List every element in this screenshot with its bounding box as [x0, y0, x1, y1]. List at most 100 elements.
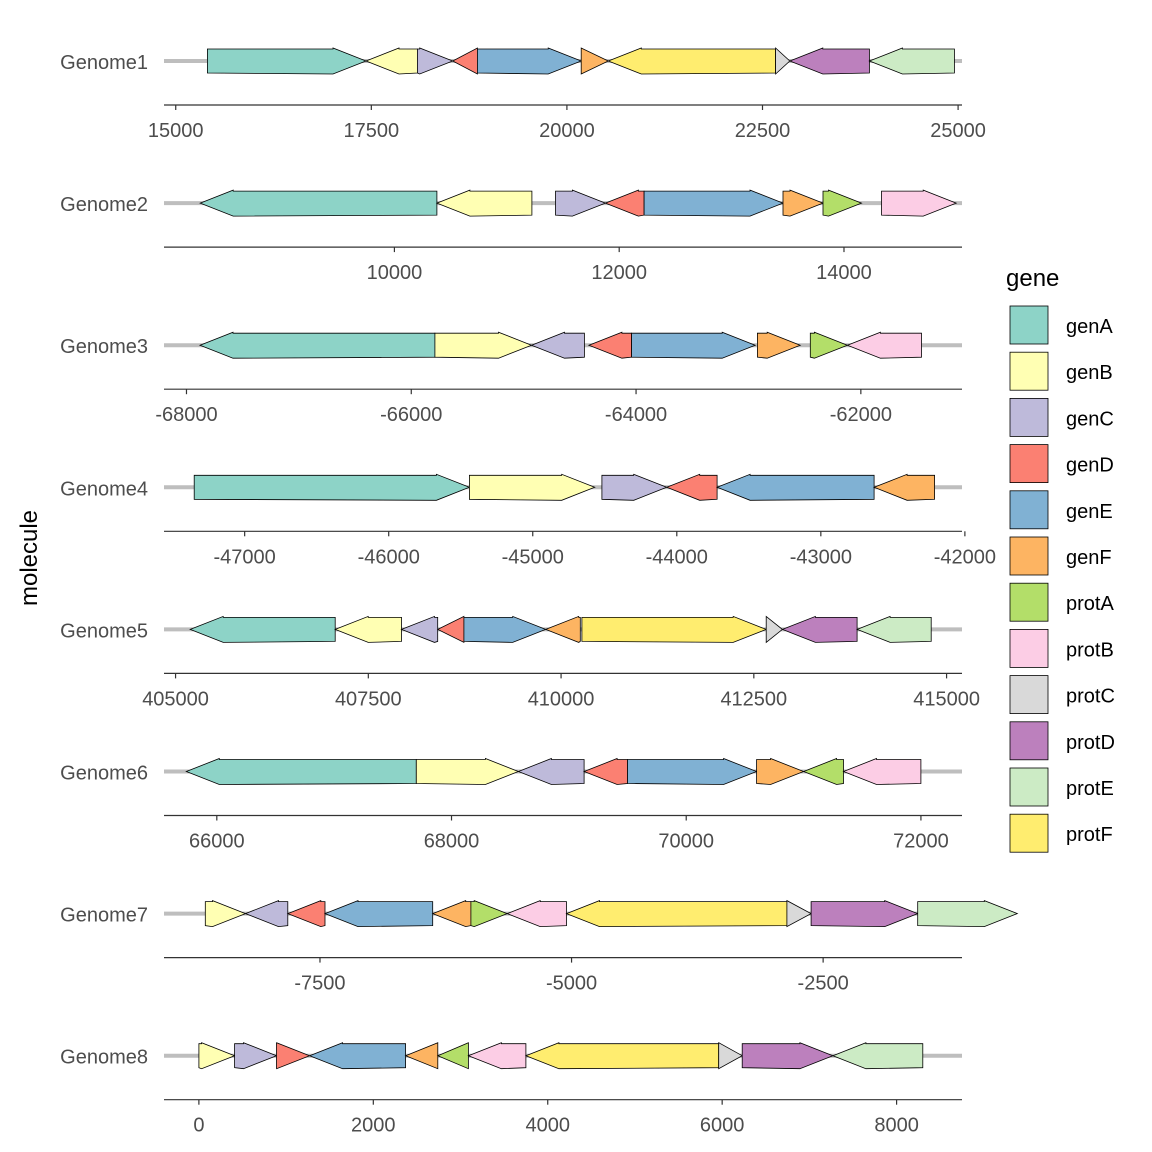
gene-arrow-protA [802, 757, 844, 785]
gene-arrow-genE [308, 1042, 407, 1070]
legend-title: gene [1006, 265, 1059, 292]
gene-arrow-protD [810, 900, 919, 928]
legend-label: protC [1066, 686, 1115, 708]
genome-panel: Genome3-68000-66000-64000-62000 [60, 331, 962, 426]
legend-key-protC [1009, 675, 1049, 714]
x-tick-label: 72000 [893, 831, 949, 853]
legend-key-genA [1009, 305, 1049, 345]
x-tick-label: -46000 [358, 546, 420, 568]
gene-arrow-protA [809, 331, 849, 359]
x-tick-label: 412500 [720, 688, 787, 710]
legend-key-protB [1009, 629, 1049, 668]
x-tick-label: -64000 [605, 404, 667, 426]
genome-label: Genome1 [60, 52, 148, 74]
gene-arrow-genF [757, 331, 802, 359]
x-tick-label: -44000 [646, 546, 708, 568]
gene-arrow-protB [881, 189, 958, 217]
genome-label: Genome2 [60, 194, 148, 216]
x-tick-label: 407500 [335, 688, 402, 710]
gene-arrow-genC [517, 757, 585, 785]
gene-arrow-protF [524, 1042, 720, 1070]
gene-arrow-genB [204, 900, 247, 928]
gene-arrow-genC [530, 331, 585, 359]
gene-arrow-genB [364, 47, 418, 75]
genome-panel: Genome4-47000-46000-45000-44000-43000-42… [60, 473, 996, 568]
x-tick-label: 70000 [658, 831, 714, 853]
genome-panel: Genome1 15000 17500 20000 22500 25000 [60, 47, 986, 142]
x-tick-label: 17500 [344, 120, 400, 142]
x-tick-label: -68000 [155, 404, 217, 426]
gene-arrow-protE [856, 615, 932, 643]
x-tick-label: 22500 [735, 120, 791, 142]
legend-label: protB [1066, 639, 1114, 661]
gene-arrow-genE [323, 900, 434, 928]
gene-arrow-genA [189, 615, 336, 643]
x-tick-label: 10000 [367, 262, 423, 284]
legend-label: genD [1066, 455, 1114, 477]
x-tick-label: 68000 [424, 831, 480, 853]
y-axis-title: molecule [16, 510, 43, 606]
x-tick-label: 15000 [148, 120, 204, 142]
gene-arrow-protC [765, 615, 784, 644]
gene-arrow-genD [451, 47, 478, 75]
legend-label: genA [1066, 316, 1113, 338]
gene-arrow-genC [400, 615, 439, 643]
gene-arrow-protD [788, 47, 870, 75]
x-tick-label: 66000 [189, 831, 245, 853]
gene-arrow-genE [463, 615, 547, 643]
gene-arrow-genA [185, 757, 417, 785]
gene-arrow-genE [643, 189, 785, 217]
gene-arrow-genA [193, 473, 471, 501]
legend-label: protE [1066, 778, 1114, 800]
gene-arrow-genE [627, 757, 758, 785]
gene-arrow-genC [416, 47, 454, 75]
legend-label: protA [1066, 593, 1114, 615]
legend-label: genF [1066, 547, 1112, 569]
legend-key-genB [1009, 351, 1049, 391]
gene-arrow-protD [781, 615, 858, 643]
legend-key-genF [1009, 536, 1049, 576]
gene-arrow-protD [741, 1042, 834, 1070]
gene-arrow-genC [244, 900, 289, 928]
x-tick-label: -2500 [798, 973, 849, 995]
gene-arrow-protB [467, 1042, 527, 1070]
gene-arrow-genF [580, 47, 610, 75]
gene-arrow-genB [435, 189, 533, 217]
gene-arrow-protF [565, 900, 788, 928]
genome-panel: Genome7-7500-5000-2500 [60, 899, 1019, 995]
legend-key-protD [1009, 721, 1049, 761]
gene-arrow-protE [917, 900, 1019, 928]
gene-arrow-genC [555, 189, 607, 217]
genome-label: Genome6 [60, 763, 148, 785]
gene-arrow-protC [775, 47, 791, 75]
x-tick-label: 415000 [913, 688, 980, 710]
gene-arrow-genF [431, 900, 472, 928]
genome-panel: Genome6 66000 68000 70000 72000 [60, 757, 962, 853]
x-tick-label: 4000 [525, 1115, 570, 1137]
x-tick-label: 20000 [539, 120, 595, 142]
legend-key-genD [1009, 444, 1049, 484]
gene-arrow-genE [476, 47, 583, 75]
gene-arrow-genF [873, 473, 935, 501]
genome-label: Genome4 [60, 478, 148, 500]
gene-arrow-genD [583, 757, 628, 785]
legend-label: genE [1066, 501, 1113, 523]
x-tick-label: -62000 [830, 404, 892, 426]
gene-arrow-protC [786, 899, 812, 928]
x-tick-label: 25000 [930, 120, 986, 142]
x-tick-label: 12000 [591, 262, 647, 284]
x-tick-label: 14000 [816, 262, 872, 284]
x-tick-label: 2000 [351, 1115, 396, 1137]
x-tick-label: -43000 [790, 546, 852, 568]
gene-arrow-genF [756, 757, 805, 785]
gene-arrow-genD [665, 473, 718, 501]
gene-arrow-genF [404, 1042, 439, 1070]
gene-arrow-genA [199, 189, 438, 217]
gene-arrow-genC [601, 473, 668, 501]
legend-label: genB [1066, 362, 1113, 384]
genome-label: Genome8 [60, 1047, 148, 1069]
